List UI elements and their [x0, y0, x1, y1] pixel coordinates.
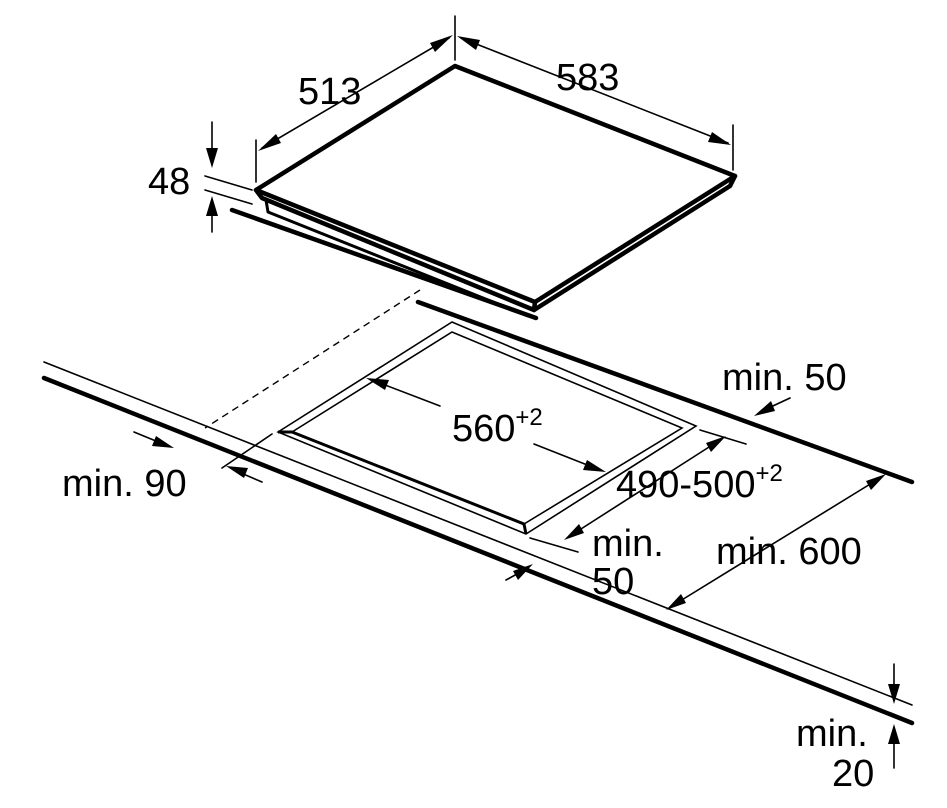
dim-513-arrow-start [258, 134, 281, 151]
min600-arrow-bottom [666, 594, 686, 610]
label-583: 583 [556, 57, 619, 99]
worktop-front-edge-bottom [41, 375, 915, 726]
hob-height-ref-bottom [204, 189, 253, 205]
min600-line [671, 477, 881, 607]
hob-base [264, 199, 529, 318]
label-min50-back: min. 50 [722, 357, 847, 399]
label-490-500-tolerance: +2 [755, 460, 782, 487]
hob-projection-dashed [204, 289, 421, 429]
cutout [276, 321, 698, 535]
dim-490-ext-bottom [529, 537, 579, 553]
dim-560-arrow-end [583, 460, 606, 472]
min90-arrow-b [226, 466, 248, 478]
hob-height-ref-top [204, 175, 253, 191]
min90-ext [221, 433, 273, 469]
cutout-depth-wall [278, 430, 528, 535]
label-min50-front-line2: 50 [592, 561, 634, 603]
min20-top-arrow [888, 684, 900, 704]
label-min20-line2: 20 [832, 753, 874, 795]
dim-490-arrow-bottom [564, 524, 584, 540]
dim-583-arrow-end [708, 132, 731, 145]
cutout-outer [276, 321, 698, 535]
dim-48-top-arrow [206, 148, 218, 168]
dim-560-arrow-start [366, 378, 389, 390]
dim-583-arrow-start [457, 36, 480, 50]
label-min90: min. 90 [62, 463, 187, 505]
dim-513-line [261, 37, 450, 149]
label-min20-line1: min. [796, 713, 868, 755]
min50-back-arrow [754, 401, 775, 416]
dim-490-line [569, 439, 721, 537]
min50-front-arrow [513, 564, 533, 580]
hob-right-edge [531, 173, 738, 313]
hob-front-edge [253, 187, 538, 313]
worktop-front-edge-top [43, 361, 913, 706]
label-560: 560+2 [452, 404, 543, 450]
dim-490-arrow-top [706, 436, 726, 452]
label-48: 48 [148, 161, 190, 203]
dim-583-line [460, 37, 729, 144]
min20-bottom-arrow [888, 724, 900, 744]
label-min600: min. 600 [716, 531, 862, 573]
worktop [41, 299, 915, 726]
worktop-back-edge [415, 299, 915, 485]
label-560-tolerance: +2 [515, 404, 542, 431]
label-490-500: 490-500+2 [616, 460, 783, 506]
dim-513-arrow-end [430, 35, 453, 52]
hob-underside-line [229, 207, 539, 321]
label-min50-front-line1: min. [592, 523, 664, 565]
label-490-500-value: 490-500 [616, 464, 755, 506]
label-560-value: 560 [452, 408, 515, 450]
min600-arrow-top [866, 474, 886, 490]
label-513: 513 [298, 71, 361, 113]
hob [253, 63, 738, 318]
cutout-inner [291, 331, 684, 525]
dim-490-ext-top [699, 429, 747, 445]
dim-48-bottom-arrow [206, 196, 218, 216]
min90-arrow-a [152, 436, 174, 448]
